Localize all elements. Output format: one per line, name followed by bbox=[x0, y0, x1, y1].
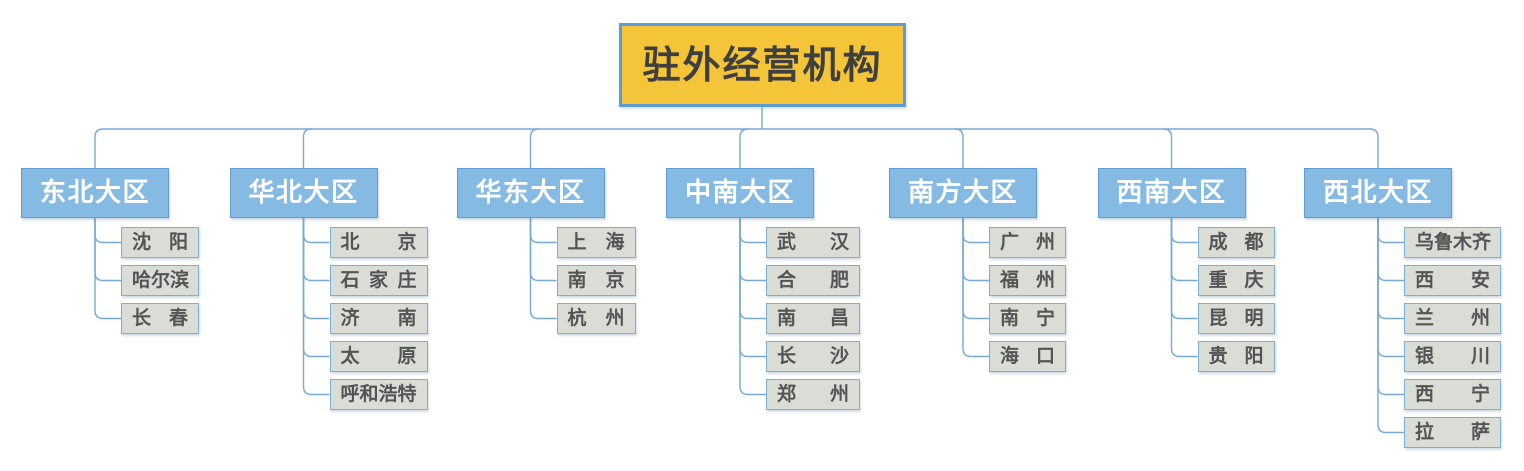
city-node[interactable]: 呼和浩特 bbox=[329, 379, 428, 410]
connector-line bbox=[739, 218, 766, 358]
connector-line bbox=[302, 218, 330, 282]
city-node[interactable]: 乌鲁木齐 bbox=[1404, 227, 1501, 258]
connector-line bbox=[1170, 218, 1198, 282]
connector-line bbox=[954, 128, 964, 168]
city-node[interactable]: 成都 bbox=[1197, 227, 1275, 258]
city-node[interactable]: 上海 bbox=[556, 227, 636, 258]
city-node[interactable]: 杭州 bbox=[556, 303, 636, 334]
connector-line bbox=[94, 218, 121, 320]
connector-line bbox=[302, 218, 330, 244]
connector-line bbox=[1377, 218, 1404, 320]
connector-line bbox=[302, 218, 330, 320]
connector-line bbox=[1170, 218, 1198, 244]
connector-line bbox=[1163, 128, 1173, 168]
city-node[interactable]: 石家庄 bbox=[329, 265, 428, 296]
connector-line bbox=[1377, 218, 1404, 396]
region-node[interactable]: 东北大区 bbox=[21, 168, 169, 218]
connector-line bbox=[302, 218, 330, 396]
connector-line bbox=[94, 128, 1379, 168]
connector-line bbox=[739, 218, 766, 320]
city-node[interactable]: 拉萨 bbox=[1404, 417, 1501, 448]
region-node[interactable]: 南方大区 bbox=[889, 168, 1037, 218]
connector-line bbox=[739, 128, 749, 168]
connector-line bbox=[962, 218, 989, 320]
connector-line bbox=[739, 218, 766, 282]
city-node[interactable]: 贵阳 bbox=[1197, 341, 1275, 372]
city-node[interactable]: 太原 bbox=[329, 341, 428, 372]
city-node[interactable]: 海口 bbox=[989, 341, 1066, 372]
city-node[interactable]: 兰州 bbox=[1404, 303, 1501, 334]
connector-line bbox=[1377, 218, 1404, 358]
city-node[interactable]: 昆明 bbox=[1197, 303, 1275, 334]
connector-line bbox=[529, 218, 557, 244]
region-node[interactable]: 华北大区 bbox=[229, 168, 378, 218]
region-node[interactable]: 西南大区 bbox=[1097, 168, 1246, 218]
city-node[interactable]: 长春 bbox=[121, 303, 199, 334]
region-node[interactable]: 西北大区 bbox=[1304, 168, 1452, 218]
city-node[interactable]: 重庆 bbox=[1197, 265, 1275, 296]
city-node[interactable]: 银川 bbox=[1404, 341, 1501, 372]
root-node[interactable]: 驻外经营机构 bbox=[619, 23, 906, 107]
connector-line bbox=[739, 218, 766, 244]
city-node[interactable]: 福州 bbox=[989, 265, 1066, 296]
region-node[interactable]: 中南大区 bbox=[666, 168, 814, 218]
region-node[interactable]: 华东大区 bbox=[456, 168, 605, 218]
connector-line bbox=[1377, 218, 1404, 434]
city-node[interactable]: 广州 bbox=[989, 227, 1066, 258]
connector-line bbox=[1377, 218, 1404, 282]
city-node[interactable]: 南昌 bbox=[766, 303, 860, 334]
connector-line bbox=[529, 218, 557, 282]
connector-line bbox=[962, 218, 989, 244]
connector-line bbox=[94, 218, 121, 282]
city-node[interactable]: 沈阳 bbox=[121, 227, 199, 258]
city-node[interactable]: 郑州 bbox=[766, 379, 860, 410]
connector-line bbox=[739, 218, 766, 396]
city-node[interactable]: 武汉 bbox=[766, 227, 860, 258]
city-node[interactable]: 南宁 bbox=[989, 303, 1066, 334]
connector-line bbox=[529, 128, 539, 168]
city-node[interactable]: 长沙 bbox=[766, 341, 860, 372]
connector-line bbox=[1170, 218, 1198, 320]
connector-line bbox=[962, 218, 989, 358]
city-node[interactable]: 济南 bbox=[329, 303, 428, 334]
city-node[interactable]: 南京 bbox=[556, 265, 636, 296]
connector-line bbox=[962, 218, 989, 282]
connector-line bbox=[1377, 218, 1404, 244]
connector-line bbox=[302, 218, 330, 358]
connector-line bbox=[302, 128, 312, 168]
connector-line bbox=[529, 218, 557, 320]
city-node[interactable]: 西宁 bbox=[1404, 379, 1501, 410]
connector-line bbox=[1170, 218, 1198, 358]
city-node[interactable]: 西安 bbox=[1404, 265, 1501, 296]
city-node[interactable]: 北京 bbox=[329, 227, 428, 258]
city-node[interactable]: 合肥 bbox=[766, 265, 860, 296]
city-node[interactable]: 哈尔滨 bbox=[121, 265, 199, 296]
connector-line bbox=[94, 218, 121, 244]
